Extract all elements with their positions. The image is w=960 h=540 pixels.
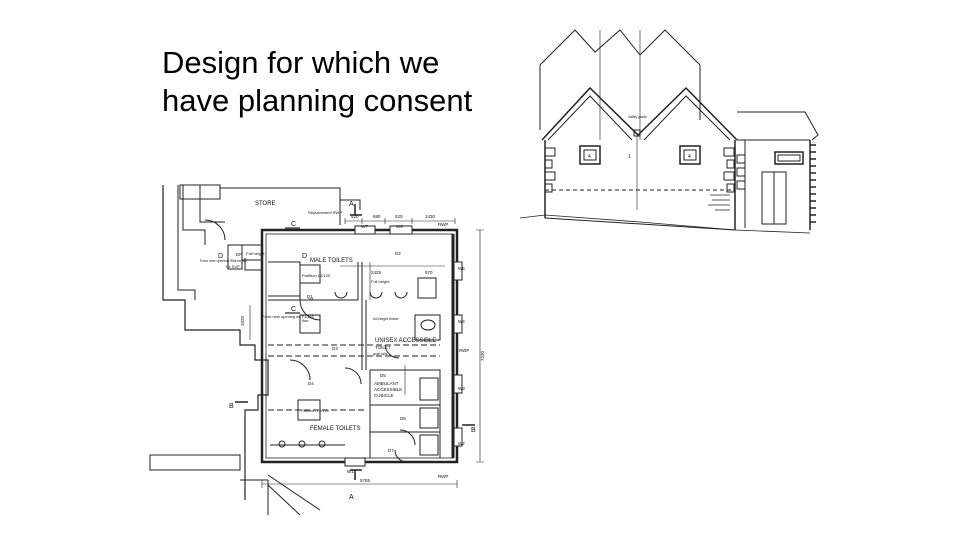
door-d3: D3 bbox=[332, 346, 338, 351]
slide-title-line-1: Design for which we bbox=[162, 45, 440, 80]
room-ambulant-3: CUBICLE bbox=[374, 393, 394, 398]
room-unisex-accessible: UNISEX ACCESSIBLE bbox=[375, 338, 436, 344]
rwp-bottom: RWP bbox=[438, 474, 448, 479]
window-w2: W2 bbox=[458, 441, 465, 446]
note-full-height-timber: full height timber bbox=[373, 317, 400, 321]
note-ex-svp: Ex SVP bbox=[226, 264, 240, 269]
elevation-mark-1: 1 bbox=[628, 154, 631, 160]
note-soil: soil bbox=[308, 297, 313, 301]
window-w5: W5 bbox=[458, 266, 465, 271]
dim-top-1430: 1430 bbox=[425, 214, 436, 219]
note-flue: flue bbox=[302, 318, 309, 323]
window-mark-a: 4 bbox=[588, 154, 591, 160]
room-female-toilets: FEMALE TOILETS bbox=[310, 426, 360, 432]
note-partition-1: Partition L2/120 bbox=[302, 273, 331, 278]
room-male-toilets: MALE TOILETS bbox=[310, 258, 353, 264]
note-full-height-2: Full height bbox=[371, 279, 390, 284]
dim-970: 970 bbox=[425, 270, 433, 275]
window-mark-b: 4 bbox=[688, 154, 691, 160]
window-w3: W3 bbox=[458, 386, 465, 391]
section-d-left: D bbox=[218, 253, 223, 260]
dim-top-680: 680 bbox=[373, 214, 381, 219]
section-a-top: A bbox=[349, 201, 354, 208]
rwp-top: RWP bbox=[438, 222, 448, 227]
section-d-right: D bbox=[302, 253, 307, 260]
door-d1: D1 bbox=[307, 294, 313, 299]
rwp-side: RWP bbox=[459, 348, 469, 353]
dim-top-520a: 520 bbox=[351, 214, 359, 219]
room-ambulant-1: AMBULANT bbox=[374, 381, 399, 386]
note-window-outer-sill: Form new opening Sills below bbox=[200, 259, 247, 263]
door-d2: D2 bbox=[395, 251, 401, 256]
note-form-new-opening: Form new opening as F1/116 bbox=[262, 314, 315, 319]
window-w7: W7 bbox=[361, 224, 368, 229]
door-d4: D4 bbox=[308, 381, 314, 386]
section-c-top: C bbox=[291, 221, 296, 228]
note-partition-2: Partition L2/120 bbox=[301, 408, 330, 413]
door-dp: DP bbox=[236, 252, 242, 257]
valley-gutter-label: Valley gutter bbox=[628, 115, 648, 119]
room-ambulant-2: ACCESSIBLE bbox=[374, 387, 402, 392]
dim-7230: 7230 bbox=[480, 350, 485, 361]
window-w1: W1 bbox=[347, 469, 354, 474]
slide-title: Design for which we have planning consen… bbox=[162, 44, 502, 120]
room-unisex-accessible-2: TOILET bbox=[375, 345, 391, 350]
door-d5: D5 bbox=[380, 373, 386, 378]
note-replacement-rwp: Replacement RWP bbox=[308, 210, 342, 215]
note-full-height-1: Full height bbox=[246, 251, 265, 256]
room-store: STORE bbox=[255, 201, 276, 207]
section-b-left: B bbox=[229, 403, 234, 410]
note-grab-rails: grab rails bbox=[373, 352, 388, 356]
door-d6: D6 bbox=[400, 416, 406, 421]
window-w6: W6 bbox=[396, 224, 403, 229]
section-a-bottom: A bbox=[349, 494, 354, 501]
section-b-right: B bbox=[471, 427, 476, 434]
window-w4: W4 bbox=[458, 319, 465, 324]
door-d7: D7 bbox=[388, 448, 394, 453]
dim-2425: 2425 bbox=[371, 270, 382, 275]
dim-top-520b: 520 bbox=[395, 214, 403, 219]
section-c-mid: C bbox=[291, 306, 296, 313]
dim-5765: 5765 bbox=[360, 478, 371, 483]
dim-1020: 1020 bbox=[240, 315, 245, 326]
slide-title-line-2: have planning consent bbox=[162, 83, 473, 118]
